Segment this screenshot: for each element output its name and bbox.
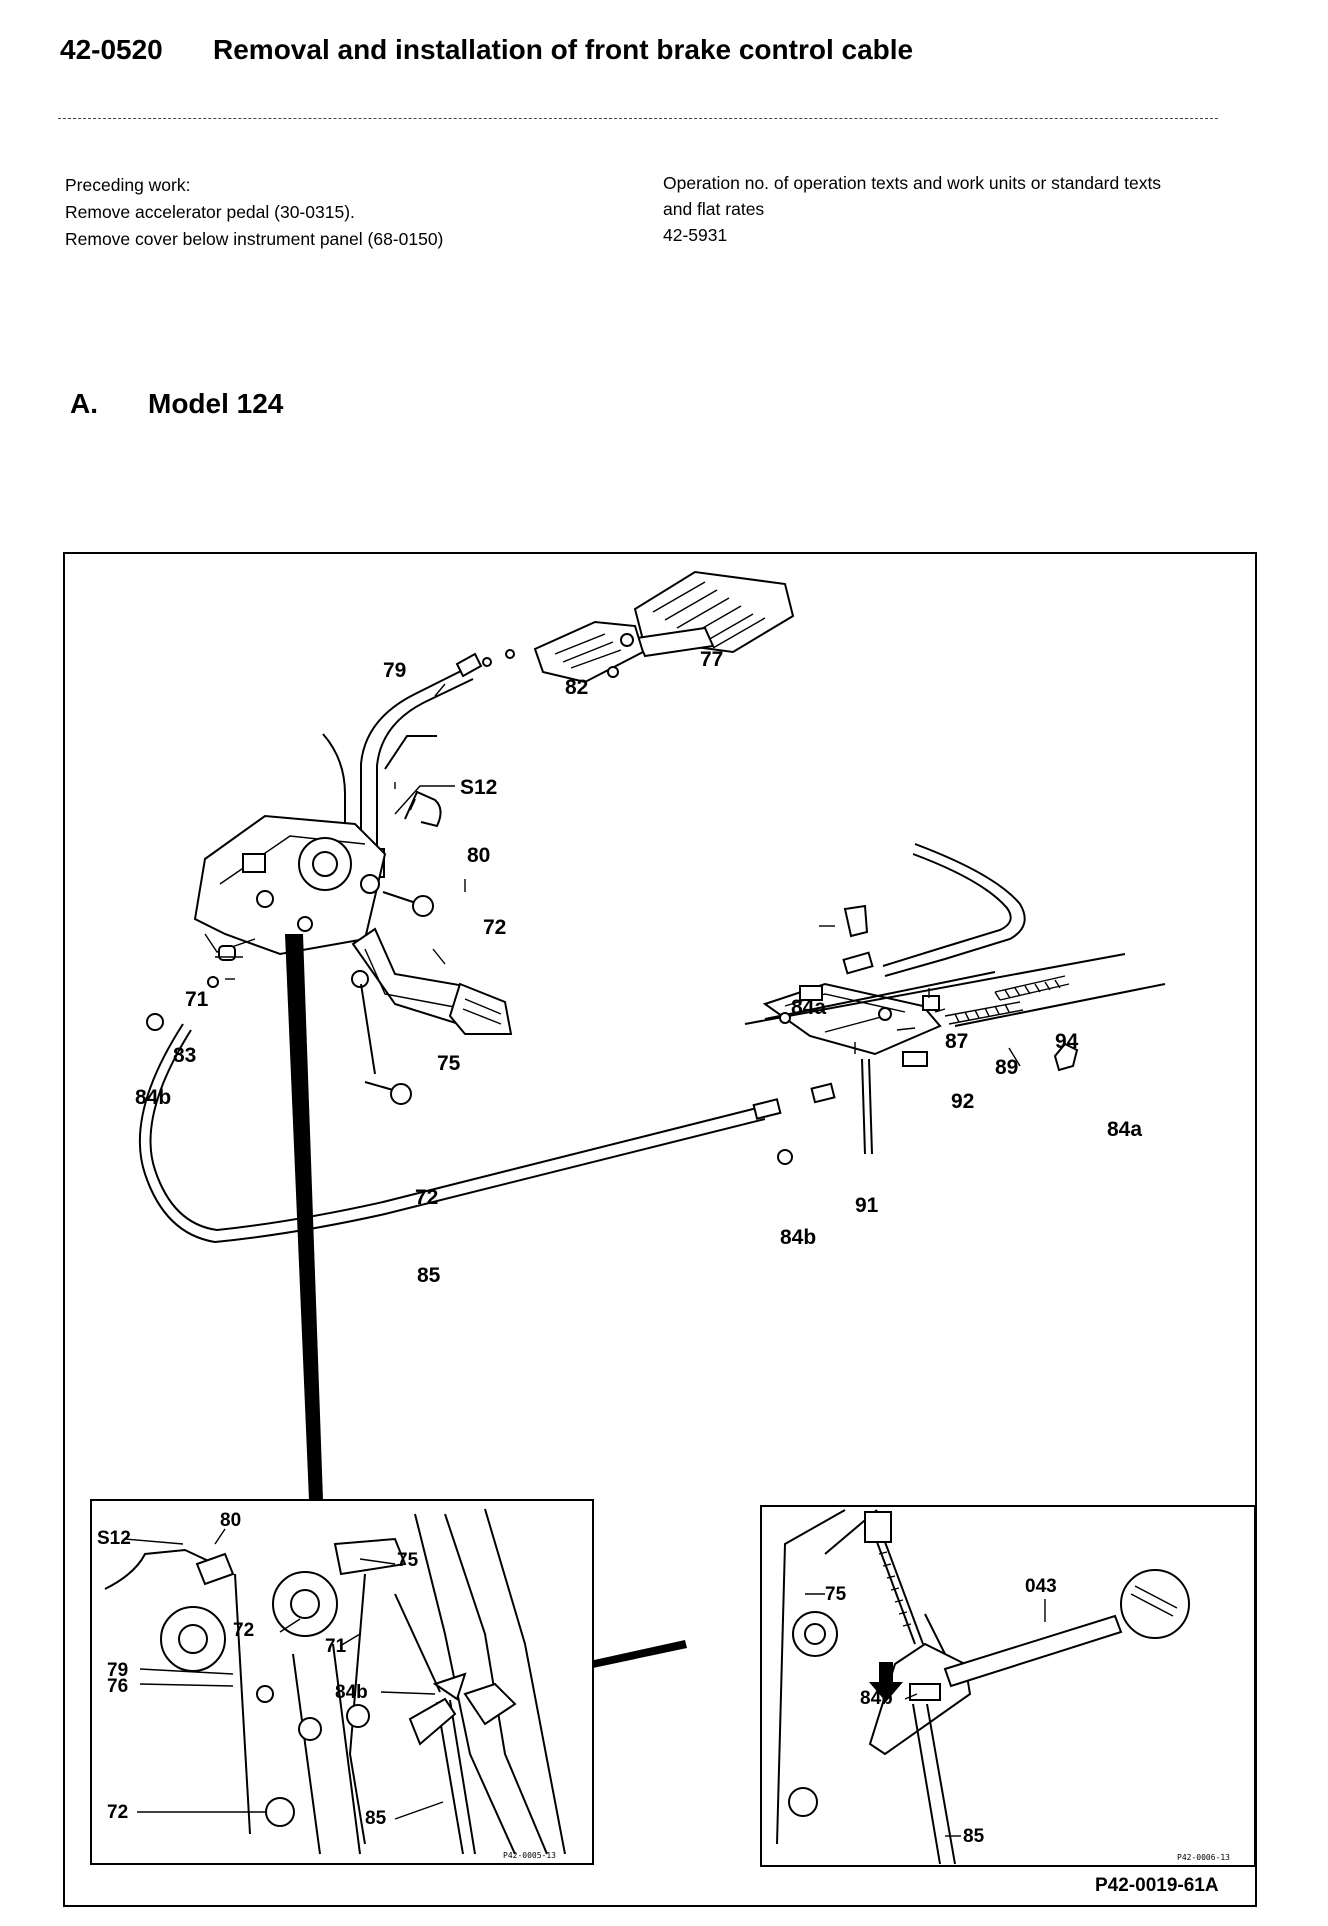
small-parts-drawing (146, 945, 236, 1031)
callout-s12: S12 (460, 776, 497, 799)
equalizer-assembly-drawing (744, 843, 1166, 1155)
preceding-work-item: Remove accelerator pedal (30-0315). (65, 202, 355, 222)
callout-92: 92 (951, 1090, 974, 1113)
callout-72-upper: 72 (483, 916, 506, 939)
parking-brake-handle-drawing (633, 570, 795, 658)
detail-left-reference: P42-0005-13 (503, 1851, 556, 1860)
detail-left-callout-72-bottom: 72 (107, 1802, 128, 1823)
detail-left-callout-71: 71 (325, 1636, 347, 1657)
detail-left-callout-79: 79 (107, 1660, 128, 1681)
callout-89: 89 (995, 1056, 1018, 1079)
callout-75: 75 (437, 1052, 461, 1075)
figure-reference: P42-0019-61A (1095, 1875, 1219, 1896)
callout-84a-top: 84a (791, 996, 826, 1019)
detail-right-callout-043: 043 (1025, 1576, 1057, 1597)
detail-right-reference: P42-0006-13 (1177, 1853, 1230, 1862)
brake-cable-drawing (138, 1023, 836, 1244)
operation-info-number: 42-5931 (663, 225, 728, 245)
detail-right-callout-75: 75 (825, 1584, 847, 1605)
callout-87: 87 (945, 1030, 968, 1053)
exploded-view-drawing: 79 82 77 S12 80 72 71 83 84b 75 72 84a 8… (90, 570, 1255, 1896)
callout-85: 85 (417, 1264, 441, 1287)
retaining-clip-drawing (404, 790, 442, 828)
leader-lines (215, 683, 1021, 1067)
detail-right-callout-85: 85 (963, 1826, 985, 1847)
operation-number: 42-0520 (60, 34, 163, 65)
exploded-view-figure: 79 82 77 S12 80 72 71 83 84b 75 72 84a 8… (63, 552, 1257, 1907)
operation-info-line: and flat rates (663, 199, 765, 219)
callout-94: 94 (1055, 1030, 1079, 1053)
section-letter: A. (70, 388, 98, 419)
callout-71: 71 (185, 988, 209, 1011)
preceding-work-heading: Preceding work: (65, 175, 191, 195)
callout-72-lower: 72 (415, 1186, 438, 1209)
callout-83: 83 (173, 1044, 196, 1067)
detail-view-right: 75 043 84b 85 P42-0006-13 (760, 1505, 1255, 1867)
callout-79: 79 (383, 659, 406, 682)
operation-info-line: Operation no. of operation texts and wor… (663, 173, 1162, 193)
detail-left-callout-85: 85 (365, 1808, 387, 1829)
callout-82: 82 (565, 676, 588, 699)
operation-info-block: Operation no. of operation texts and wor… (663, 170, 1223, 248)
callout-84b-right: 84b (780, 1226, 816, 1249)
callout-91: 91 (855, 1194, 879, 1217)
bolt-drawing (364, 891, 434, 1105)
callout-77: 77 (700, 648, 723, 671)
release-bracket-drawing (533, 620, 645, 684)
detail-left-callout-80: 80 (220, 1510, 241, 1531)
parking-brake-pedal-drawing (193, 814, 513, 1075)
detail-left-callout-72-top: 72 (233, 1620, 254, 1641)
callout-84a-bottom: 84a (1107, 1118, 1142, 1141)
detail-left-callout-75: 75 (397, 1550, 419, 1571)
detail-left-callout-s12: S12 (97, 1528, 131, 1549)
section-title: Model 124 (148, 388, 284, 419)
preceding-work-item: Remove cover below instrument panel (68-… (65, 229, 444, 249)
page-title: Removal and installation of front brake … (213, 34, 914, 65)
detail-left-callout-76: 76 (107, 1676, 128, 1697)
detail-view-left: S12 80 75 72 71 79 76 84b 72 85 P42-0005… (90, 1499, 594, 1865)
callout-84b: 84b (135, 1086, 171, 1109)
detail-right-callout-84b: 84b (860, 1688, 893, 1709)
header-divider (58, 118, 1218, 119)
preceding-work-block: Preceding work: Remove accelerator pedal… (65, 172, 443, 253)
callout-80: 80 (467, 844, 490, 867)
detail-left-callout-84b: 84b (335, 1682, 368, 1703)
